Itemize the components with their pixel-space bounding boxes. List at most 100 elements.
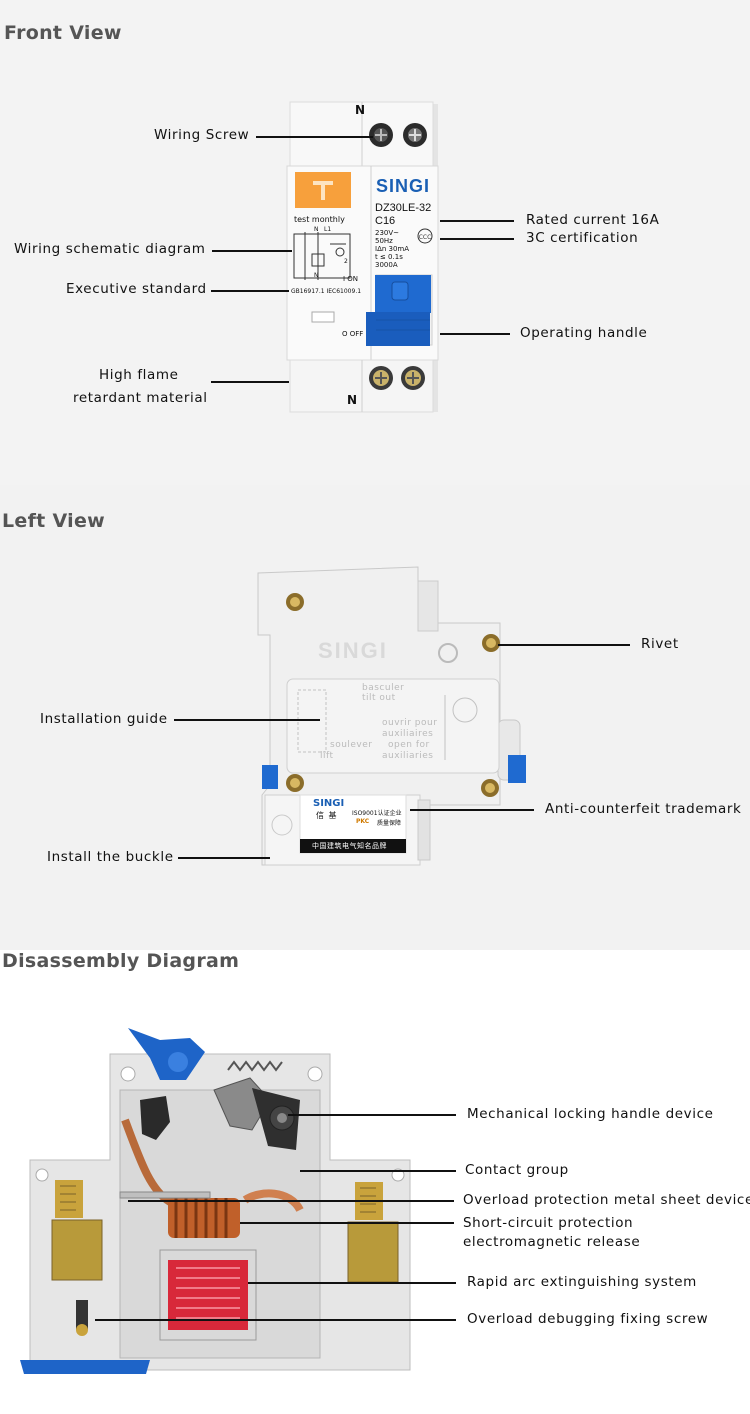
installation-guide-panel [286, 678, 500, 774]
device-spec-2: 50Hz [375, 237, 393, 245]
guide-text-7: open for [388, 740, 430, 750]
schematic-2-label: 2 [344, 258, 348, 265]
leader-executive-standard [211, 290, 289, 292]
callout-rivet: Rivet [641, 636, 679, 652]
status-window [311, 311, 335, 323]
leader-anti-counterfeit [410, 809, 534, 811]
callout-overload-sheet: Overload protection metal sheet device [463, 1192, 750, 1208]
callout-install-buckle: Install the buckle [47, 849, 174, 865]
ccc-mark: CCC [417, 228, 433, 244]
terminal-bottom-label: N [347, 393, 358, 407]
callout-high-flame-2: retardant material [73, 390, 208, 406]
svg-text:CCC: CCC [419, 234, 432, 241]
rivet-bottom-left [286, 774, 304, 792]
disassembly-section: Disassembly Diagram [0, 950, 750, 1414]
callout-short-circuit-2: electromagnetic release [463, 1234, 641, 1250]
callout-high-flame-1: High flame [99, 367, 179, 383]
callout-executive-standard: Executive standard [66, 281, 207, 297]
leader-high-flame [211, 381, 289, 383]
spring [227, 1060, 283, 1072]
callout-mechanical-locking: Mechanical locking handle device [467, 1106, 714, 1122]
front-view-title: Front View [4, 22, 122, 44]
left-view-title: Left View [2, 510, 105, 532]
callout-overload-screw: Overload debugging fixing screw [467, 1311, 709, 1327]
device-model: DZ30LE-32 [375, 202, 432, 214]
schematic-n2-label: N [314, 272, 319, 279]
schematic-l-label: L1 [324, 226, 332, 233]
terminal-top-label: N [355, 103, 366, 117]
rail-clip-blue [20, 1360, 150, 1374]
guide-text-6: auxiliaires [382, 729, 434, 739]
left-view-section: Left View SINGI basculer tilt out [0, 485, 750, 950]
leader-operating-handle [440, 333, 510, 335]
callout-certification: 3C certification [526, 230, 639, 246]
device-on-text: I ON [343, 275, 359, 283]
device-standard-text: GB16917.1 IEC61009.1 [291, 288, 362, 295]
rivet-top-left [286, 593, 304, 611]
sticker-brand: SINGI [313, 798, 345, 809]
guide-text-1: basculer [362, 683, 405, 693]
top-screw-left [369, 123, 393, 147]
leader-install-buckle [178, 857, 270, 859]
leader-arc-extinguishing [248, 1282, 456, 1284]
internal-mechanism-illustration [20, 1028, 411, 1374]
side-brand-emboss: SINGI [318, 638, 388, 663]
device-brand: SINGI [376, 176, 431, 196]
leader-short-circuit [240, 1222, 454, 1224]
leader-rated-current [440, 220, 514, 222]
callout-operating-handle: Operating handle [520, 325, 648, 341]
sticker-quality: 质量保障 [377, 820, 402, 827]
rivet-top-right [482, 634, 500, 652]
disassembly-title: Disassembly Diagram [2, 950, 240, 972]
callout-wiring-screw: Wiring Screw [154, 127, 250, 143]
sticker-iso: ISO9001认证企业 [352, 810, 402, 817]
arc-chute-red [168, 1260, 248, 1330]
guide-text-4: lift [320, 751, 334, 761]
device-spec-1: 230V~ [375, 229, 400, 237]
callout-anti-counterfeit: Anti-counterfeit trademark [545, 801, 742, 817]
guide-text-3: soulever [330, 740, 373, 750]
callout-rated-current: Rated current 16A [526, 212, 660, 228]
front-breaker-illustration: CCC [286, 101, 439, 413]
callout-installation-guide: Installation guide [40, 711, 168, 727]
device-test-text: test monthly [294, 215, 345, 224]
guide-text-5: ouvrir pour [382, 718, 438, 728]
callout-wiring-schematic: Wiring schematic diagram [14, 241, 206, 257]
device-spec-3: IΔn 30mA [375, 245, 410, 253]
schematic-n-label: N [314, 226, 319, 233]
side-breaker-illustration [257, 566, 526, 866]
debug-screw [76, 1300, 88, 1330]
right-blue-clip [508, 755, 526, 783]
terminal-left [51, 1180, 103, 1281]
front-view-section: Front View [0, 0, 750, 485]
sticker-banner-text: 中国建筑电气知名品牌 [312, 842, 387, 850]
copper-coil [168, 1198, 240, 1238]
leader-mechanical-locking [288, 1114, 456, 1116]
callout-short-circuit-1: Short-circuit protection [463, 1215, 634, 1231]
guide-text-2: tilt out [362, 693, 396, 703]
left-blue-clip [262, 765, 278, 789]
device-rating: C16 [375, 215, 396, 227]
callout-contact-group: Contact group [465, 1162, 569, 1178]
sticker-pkc: PKC [356, 818, 370, 825]
rivet-bottom-right [481, 779, 499, 797]
leader-overload-sheet [128, 1200, 454, 1202]
callout-arc-extinguishing: Rapid arc extinguishing system [467, 1274, 697, 1290]
leader-rivet [498, 644, 630, 646]
guide-text-8: auxiliaries [382, 751, 434, 761]
device-off-text: O OFF [342, 330, 364, 338]
sticker-banner [300, 839, 406, 853]
leader-wiring-screw [256, 136, 373, 138]
leader-installation-guide [174, 719, 320, 721]
bottom-screw-left [369, 366, 393, 390]
top-screw-right [403, 123, 427, 147]
bottom-screw-right [401, 366, 425, 390]
sticker-cn-name: 信 基 [316, 811, 338, 820]
device-spec-5: 3000A [375, 261, 398, 269]
leader-contact-group [300, 1170, 456, 1172]
wiring-schematic-drawing [293, 232, 351, 280]
leader-certification [440, 238, 514, 240]
leader-wiring-schematic [212, 250, 292, 252]
leader-overload-screw [95, 1319, 456, 1321]
device-spec-4: t ≤ 0.1s [375, 253, 403, 261]
